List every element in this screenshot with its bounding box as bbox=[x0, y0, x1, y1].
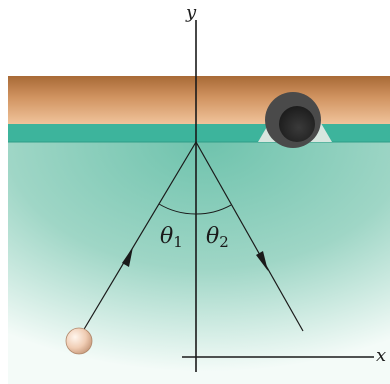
theta-1-symbol: θ bbox=[160, 224, 173, 249]
theta-2-label: θ2 bbox=[206, 224, 229, 251]
angle-arc-reflection bbox=[195, 204, 232, 215]
ball-icon bbox=[65, 327, 93, 355]
x-axis-label: x bbox=[376, 345, 386, 366]
reflected-ray bbox=[195, 141, 304, 332]
theta-1-label: θ1 bbox=[160, 224, 183, 251]
pocket-icon bbox=[265, 92, 321, 148]
table-felt bbox=[8, 142, 390, 384]
cushion-strip bbox=[8, 124, 390, 142]
reflected-arrow-icon bbox=[256, 251, 268, 271]
incident-ray bbox=[79, 141, 197, 337]
theta-1-subscript: 1 bbox=[173, 233, 183, 251]
theta-2-subscript: 2 bbox=[219, 233, 229, 251]
theta-2-symbol: θ bbox=[206, 224, 219, 249]
y-axis-label: y bbox=[185, 2, 197, 23]
angle-arc-incidence bbox=[158, 203, 197, 215]
table-rail bbox=[8, 76, 390, 124]
incident-arrow-icon bbox=[122, 247, 133, 267]
